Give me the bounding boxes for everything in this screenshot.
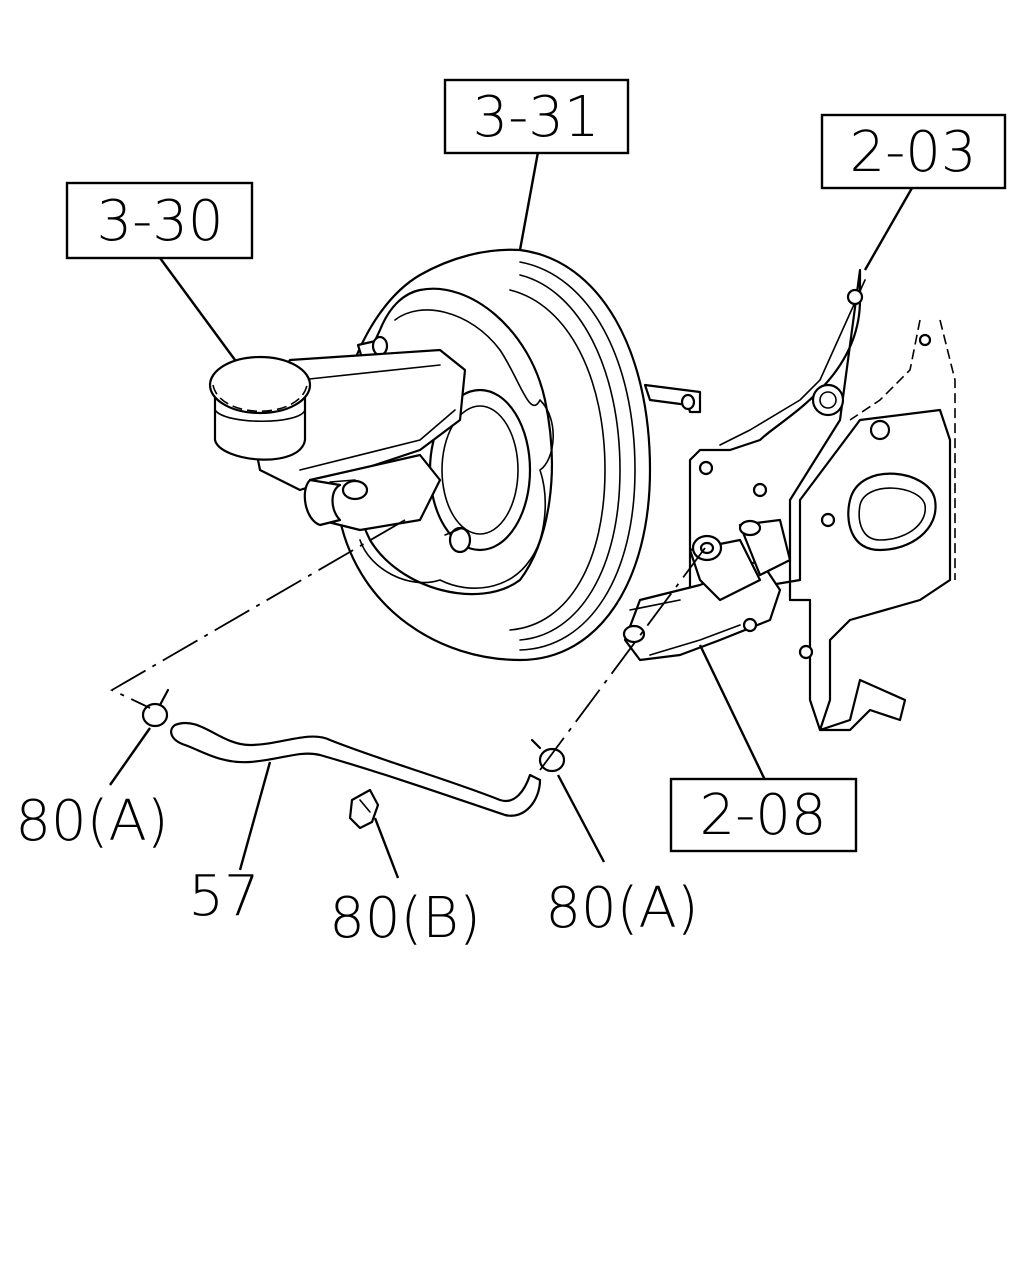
clamp-shape (348, 788, 380, 830)
callout-label-2-08: 2-08 (699, 783, 826, 848)
pedal-bracket (688, 268, 956, 732)
callout-box-2-08: 2-08 (669, 777, 858, 853)
clip-right-shape (530, 738, 566, 773)
callout-label-3-31: 3-31 (472, 85, 599, 150)
callout-box-3-30: 3-30 (65, 181, 254, 260)
phantom-lines (110, 519, 706, 771)
label-80b: 80(B) (329, 886, 481, 951)
callout-box-2-03: 2-03 (820, 113, 1007, 190)
label-57: 57 (188, 864, 259, 929)
master-cylinder (208, 348, 467, 532)
callout-box-3-31: 3-31 (443, 78, 630, 155)
hose (170, 722, 542, 817)
label-80a-right: 80(A) (545, 876, 698, 941)
leader-lines (109, 151, 914, 879)
callout-label-2-03: 2-03 (849, 120, 976, 185)
clutch-master-cylinder (622, 518, 792, 662)
clip-left-shape (141, 688, 170, 728)
label-80a-left: 80(A) (15, 789, 168, 854)
callout-label-3-30: 3-30 (96, 189, 223, 254)
